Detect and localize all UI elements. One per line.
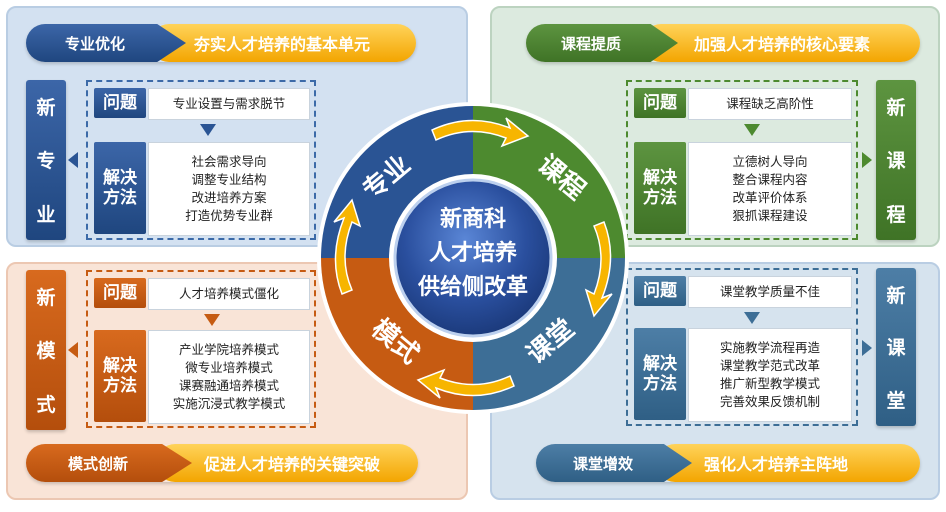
- mode-box: [86, 270, 316, 428]
- center-title-2: 人才培养: [429, 240, 517, 266]
- center-title-1: 新商科: [440, 206, 506, 232]
- arrow-right-course: [862, 152, 872, 168]
- cycle-arrow-right: [584, 221, 613, 318]
- mode-problem: 人才培养模式僵化: [148, 278, 310, 310]
- cycle-arrow-top: [431, 117, 530, 148]
- arrow-right-classroom: [862, 340, 872, 356]
- pill-course: 加强人才培养的核心要素 课程提质: [526, 24, 920, 62]
- pill-classroom-tag: 课堂增效: [536, 444, 692, 482]
- core-circle: [393, 178, 553, 338]
- course-solutions: 立德树人导向整合课程内容 改革评价体系狠抓课程建设: [688, 142, 852, 236]
- major-problem: 专业设置与需求脱节: [148, 88, 310, 120]
- pill-course-text: 加强人才培养的核心要素: [642, 24, 920, 62]
- classroom-box: [626, 268, 858, 426]
- arrow-down-major: [200, 124, 216, 136]
- classroom-problem-label: 问题: [634, 276, 686, 306]
- center-title-3: 供给侧改革: [417, 274, 528, 300]
- arrow-left-major: [68, 152, 78, 168]
- arrow-down-classroom: [744, 312, 760, 324]
- arrow-down-course: [744, 124, 760, 136]
- side-label-course: 新 课 程: [876, 80, 916, 240]
- cycle-arrow-bottom: [416, 368, 515, 399]
- course-box: [626, 80, 858, 240]
- course-problem-label: 问题: [634, 88, 686, 118]
- pill-major-text: 夯实人才培养的基本单元: [150, 24, 416, 62]
- classroom-solutions: 实施教学流程再造课堂教学范式改革 推广新型教学模式完善效果反馈机制: [688, 328, 852, 422]
- side-label-mode: 新 模 式: [26, 270, 66, 430]
- arrow-down-mode: [204, 314, 220, 326]
- side-label-classroom: 新 课 堂: [876, 268, 916, 426]
- pill-major-tag: 专业优化: [26, 24, 186, 62]
- classroom-problem: 课堂教学质量不佳: [688, 276, 852, 308]
- side-label-major: 新 专 业: [26, 80, 66, 240]
- mode-solution-label: 解决方法: [94, 330, 146, 422]
- classroom-solution-label: 解决方法: [634, 328, 686, 420]
- mode-problem-label: 问题: [94, 278, 146, 308]
- major-solutions: 社会需求导向调整专业结构 改进培养方案打造优势专业群: [148, 142, 310, 236]
- course-solution-label: 解决方法: [634, 142, 686, 234]
- pill-major: 夯实人才培养的基本单元 专业优化: [26, 24, 416, 62]
- pill-mode: 促进人才培养的关键突破 模式创新: [26, 444, 418, 482]
- cycle-arrow-left: [333, 198, 362, 295]
- mode-solutions: 产业学院培养模式微专业培养模式 课赛融通培养模式实施沉浸式教学模式: [148, 330, 310, 424]
- major-solution-label: 解决方法: [94, 142, 146, 234]
- pill-mode-text: 促进人才培养的关键突破: [156, 444, 418, 482]
- major-box: [86, 80, 316, 240]
- course-problem: 课程缺乏高阶性: [688, 88, 852, 120]
- pill-classroom: 强化人才培养主阵地 课堂增效: [536, 444, 920, 482]
- pill-classroom-text: 强化人才培养主阵地: [656, 444, 920, 482]
- major-problem-label: 问题: [94, 88, 146, 118]
- pill-course-tag: 课程提质: [526, 24, 678, 62]
- pill-mode-tag: 模式创新: [26, 444, 192, 482]
- arrow-left-mode: [68, 342, 78, 358]
